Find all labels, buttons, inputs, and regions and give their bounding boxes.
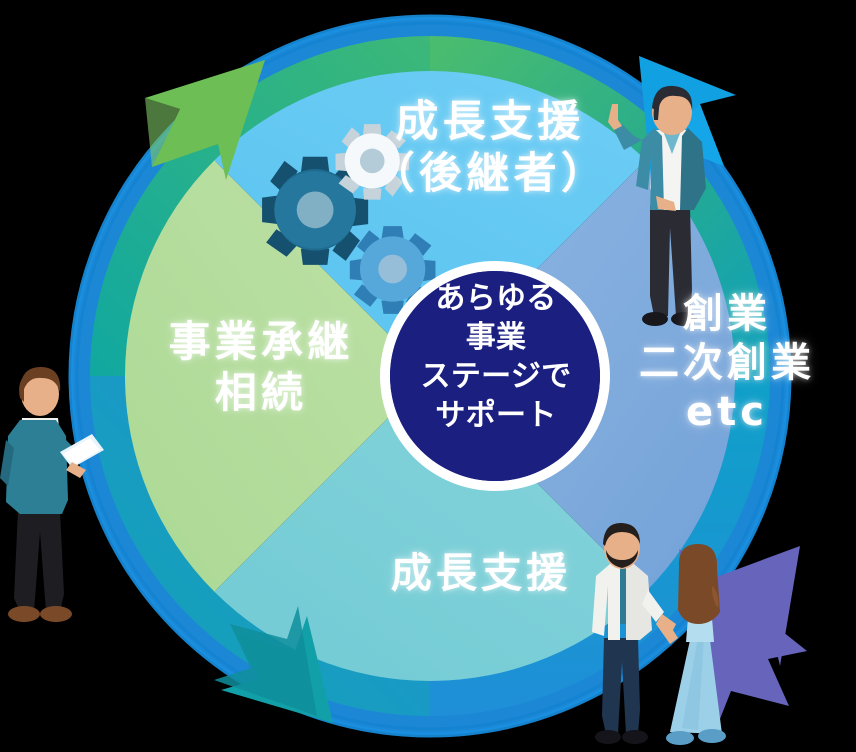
figure-handshake-pair bbox=[592, 522, 726, 745]
figure-man-tablet bbox=[0, 366, 104, 622]
center-circle[interactable] bbox=[375, 256, 615, 496]
figure-woman-handshake bbox=[656, 544, 726, 745]
figure-man-pointing bbox=[608, 85, 706, 326]
arrowhead-growth-successor bbox=[214, 606, 333, 723]
arrowhead-business-succession bbox=[145, 60, 265, 180]
figure-man-handshake bbox=[592, 522, 676, 744]
gears-icon bbox=[262, 124, 436, 314]
